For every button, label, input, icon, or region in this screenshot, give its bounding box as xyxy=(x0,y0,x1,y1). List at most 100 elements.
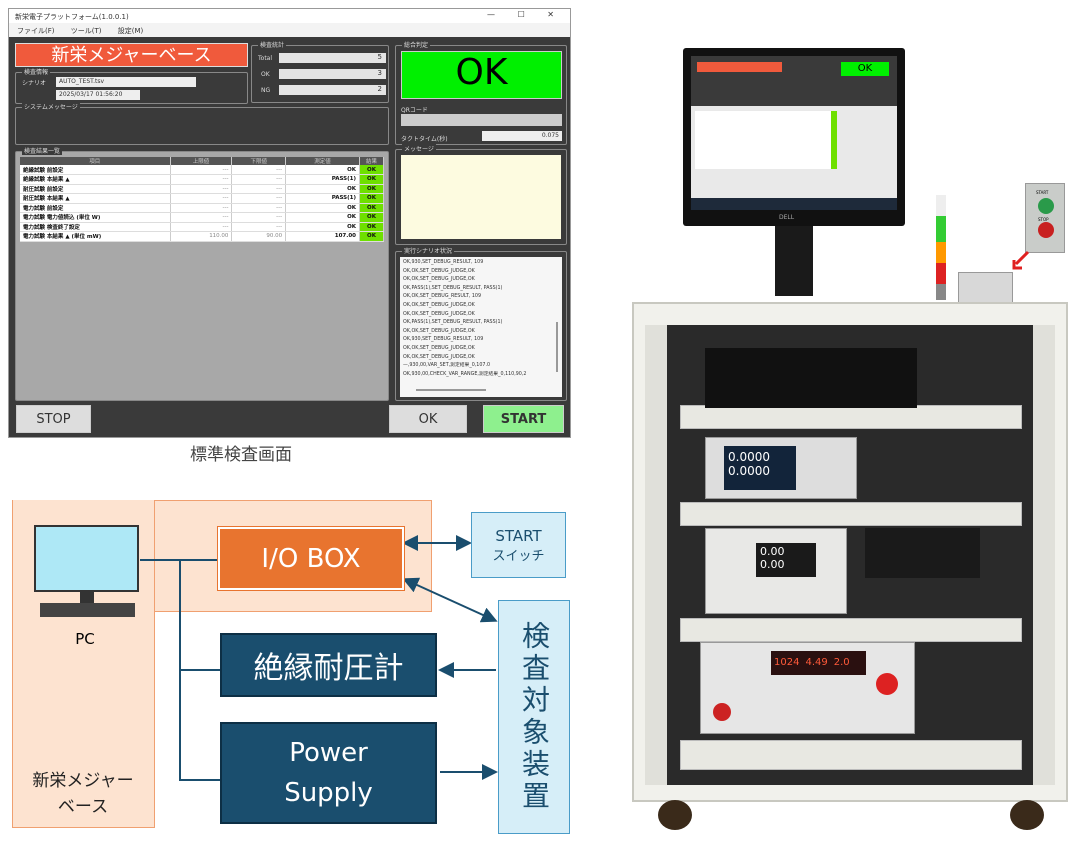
scenario-label: シナリオ xyxy=(22,80,47,87)
total-label: Total xyxy=(258,55,273,62)
lower-cell: --- xyxy=(231,193,287,204)
log-line: OK,PASS(1),SET_DEBUG_RESULT, PASS(1) xyxy=(403,285,503,291)
psu-display: 0.00 0.00 xyxy=(756,543,816,577)
io-box: I/O BOX xyxy=(217,526,405,591)
screen-caption: 標準検査画面 xyxy=(190,445,292,465)
upper-cell: --- xyxy=(170,165,233,175)
menu-settings[interactable]: 設定(M) xyxy=(117,27,144,35)
log-line: OK,930,00,CHECK_VAR_RANGE,測定結果_0,110,90,… xyxy=(403,371,527,377)
scenario-field[interactable]: AUTO_TEST.tsv xyxy=(56,77,196,87)
item-cell: 電力試験 電力値読込 (単位 W) xyxy=(20,212,171,223)
log-scrollbar[interactable] xyxy=(556,322,558,372)
start-switch-line1: START xyxy=(495,526,542,545)
menu-tools[interactable]: ツール(T) xyxy=(70,27,102,35)
tact-value: 0.075 xyxy=(482,131,562,141)
log-line: OK,OK,SET_DEBUG_JUDGE,OK xyxy=(403,328,475,334)
rack-rail-left xyxy=(645,325,667,785)
monitor-ok: OK xyxy=(841,62,889,76)
insulation-tester-box: 絶縁耐圧計 xyxy=(220,633,437,697)
message-legend: メッセージ xyxy=(402,144,436,153)
log-line: —,930,00,VAR_SET,測定結果_0,107.0 xyxy=(403,363,491,369)
upper-cell: --- xyxy=(170,212,233,223)
caster-right xyxy=(1010,800,1044,830)
monitor-screen: OK xyxy=(691,56,897,210)
qr-label: QRコード xyxy=(401,107,428,114)
rack-rail-right xyxy=(1033,325,1055,785)
total-value: 5 xyxy=(279,53,386,63)
signal-tower xyxy=(936,195,946,300)
lower-cell: --- xyxy=(231,174,287,185)
log-line: OK,OK,SET_DEBUG_JUDGE,OK xyxy=(403,311,475,317)
upper-cell: --- xyxy=(170,193,233,204)
measured-cell: OK xyxy=(285,184,360,194)
psu-reading-1: 0.00 xyxy=(760,545,785,558)
col-item: 項目 xyxy=(20,157,171,165)
qr-field[interactable] xyxy=(401,114,562,126)
menu-bar: ファイル(F) ツール(T) 設定(M) xyxy=(9,23,570,37)
upper-cell: --- xyxy=(170,174,233,185)
measured-cell: OK xyxy=(285,203,360,213)
lower-cell: --- xyxy=(231,165,287,175)
result-row[interactable]: 耐圧試験 本結果 ▲------PASS(1)OK xyxy=(20,193,384,204)
menu-file[interactable]: ファイル(F) xyxy=(17,27,55,35)
start-button[interactable]: START xyxy=(483,405,564,433)
item-cell: 電力試験 検査終了設定 xyxy=(20,222,171,232)
measured-cell: PASS(1) xyxy=(285,174,360,185)
ng-count: 2 xyxy=(279,85,386,95)
measured-cell: OK xyxy=(285,165,360,175)
result-row[interactable]: 絶縁試験 本結果 ▲------PASS(1)OK xyxy=(20,174,384,185)
ok-label: OK xyxy=(261,71,270,78)
col-upper: 上限値 xyxy=(170,157,233,165)
ng-label: NG xyxy=(261,87,271,94)
log-line: OK,OK,SET_DEBUG_JUDGE,OK xyxy=(403,302,475,308)
col-measured: 測定値 xyxy=(285,157,360,165)
pc-psu-line xyxy=(179,670,220,781)
log-line: OK,OK,SET_DEBUG_RESULT, 109 xyxy=(403,294,482,300)
tester-reading-current: 4.49 xyxy=(805,657,828,668)
lower-cell: --- xyxy=(231,184,287,194)
rack-shelf xyxy=(680,502,1022,526)
inspection-info-legend: 検査情報 xyxy=(22,67,51,76)
pc-tester-line xyxy=(179,560,220,671)
judgement-group: 総合判定 OK QRコード タクトタイム(秒) 0.075 xyxy=(395,40,567,145)
results-legend: 検査結果一覧 xyxy=(22,146,63,155)
rack-shelf xyxy=(680,740,1022,770)
monitor: OK DELL xyxy=(683,48,905,226)
item-cell: 耐圧試験 本結果 ▲ xyxy=(20,193,171,204)
io-box-unit xyxy=(958,272,1013,306)
scenario-status-legend: 実行シナリオ状況 xyxy=(402,246,455,255)
rack-shelf xyxy=(680,405,1022,429)
rack-shelf xyxy=(680,618,1022,642)
start-stop-switch-box: START STOP xyxy=(1025,183,1065,253)
stop-button[interactable]: STOP xyxy=(16,405,91,433)
results-group: 検査結果一覧 項目 上限値 下限値 測定値 結果 絶縁試験 前設定------O… xyxy=(15,146,389,401)
io-target-arrow xyxy=(402,577,498,623)
pc-unit xyxy=(705,348,917,408)
switch-stop-label: STOP xyxy=(1038,217,1049,222)
log-hscrollbar[interactable] xyxy=(416,389,486,391)
item-cell: 耐圧試験 前設定 xyxy=(20,184,171,194)
power-supply-line1: Power xyxy=(289,738,368,768)
window-controls[interactable]: — ☐ ✕ xyxy=(487,10,564,19)
log-line: OK,OK,SET_DEBUG_JUDGE,OK xyxy=(403,277,475,283)
ok-button[interactable]: OK xyxy=(389,405,467,433)
insulation-tester-unit: 1024 4.49 2.0 xyxy=(700,642,915,734)
log-line: OK,OK,SET_DEBUG_JUDGE,OK xyxy=(403,345,475,351)
tester-reading-time: 2.0 xyxy=(833,657,850,668)
system-name-label: 新栄メジャー ベース xyxy=(18,768,148,820)
tester-display: 1024 4.49 2.0 xyxy=(771,651,866,675)
power-supply-line2: Supply xyxy=(284,778,373,808)
item-cell: 電力試験 本結果 ▲ (単位 mW) xyxy=(20,231,171,242)
start-switch-button xyxy=(1038,198,1054,214)
window-title: 新栄電子プラットフォーム(1.0.0.1) xyxy=(15,13,129,21)
item-cell: 絶縁試験 本結果 ▲ xyxy=(20,174,171,185)
